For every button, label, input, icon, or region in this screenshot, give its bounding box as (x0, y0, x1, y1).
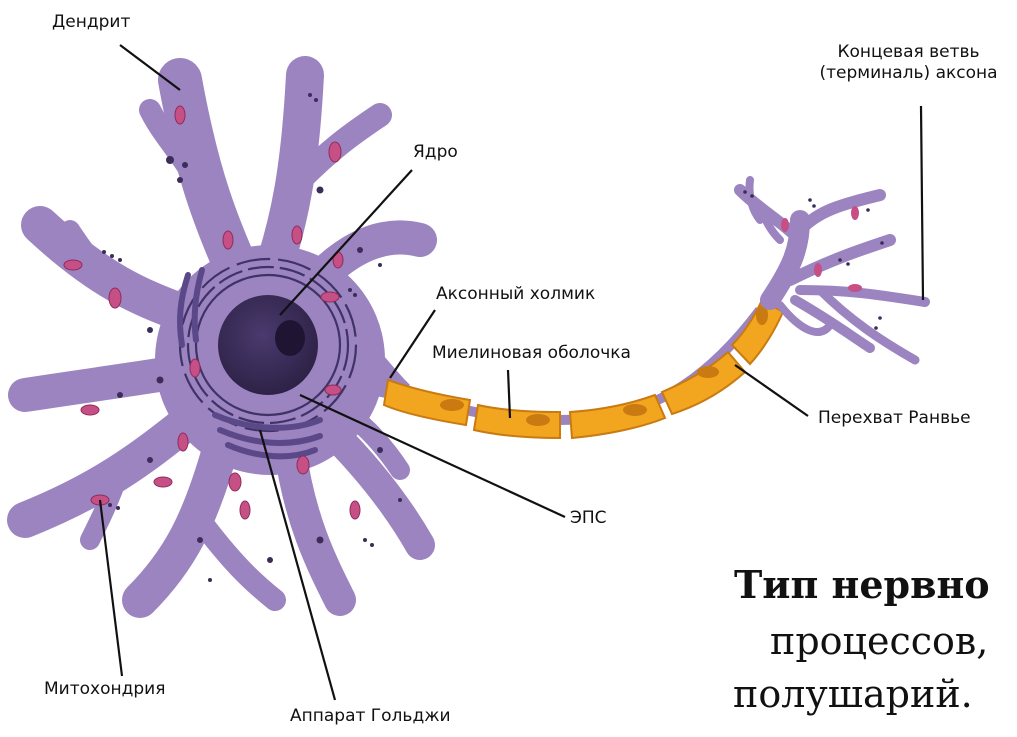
label-dendrite: Дендрит (52, 12, 130, 33)
nucleus (218, 295, 318, 395)
leader-mitochondria (100, 500, 122, 676)
label-axon-terminal-line1: Концевая ветвь (800, 42, 1017, 63)
label-golgi: Аппарат Гольджи (290, 706, 451, 727)
overlay-text-line3: полушарий. (733, 675, 973, 713)
label-node-of-ranvier: Перехват Ранвье (818, 408, 971, 429)
label-axon-hillock: Аксонный холмик (436, 284, 595, 305)
label-nucleus: Ядро (413, 142, 458, 163)
label-myelin-sheath: Миелиновая оболочка (432, 343, 631, 364)
leader-ranvier (735, 365, 808, 416)
myelin-sheath-segments (384, 300, 783, 438)
label-mitochondria: Митохондрия (44, 679, 165, 700)
label-er: ЭПС (570, 508, 607, 529)
overlay-text-line1: Тип нервно (734, 566, 990, 604)
label-axon-terminal-line2: (терминаль) аксона (800, 63, 1017, 84)
leader-axon-hillock (390, 310, 435, 378)
overlay-text-line2: процессов, (770, 622, 988, 660)
label-axon-terminal: Концевая ветвь (терминаль) аксона (800, 42, 1017, 85)
leader-axon-terminal (921, 106, 923, 300)
